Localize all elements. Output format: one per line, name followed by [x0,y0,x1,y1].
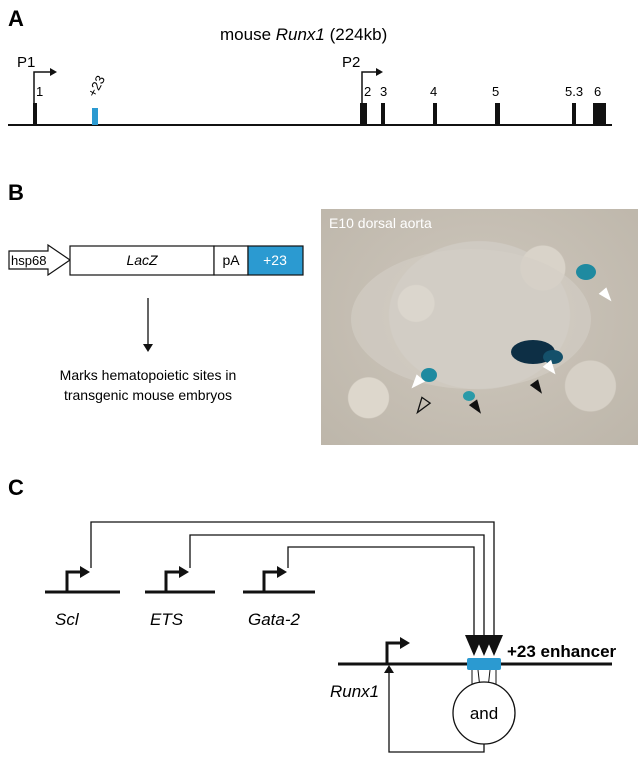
exon-1-label: 1 [36,84,43,99]
runx1-label: Runx1 [330,682,379,701]
open-arrowhead-marker [416,396,432,415]
enhancer-23-construct-label: +23 [263,252,287,268]
panel-a-label: A [8,6,24,31]
promoter-p1-arrowhead [50,68,57,76]
white-arrowhead-marker [411,374,426,389]
gata2-regulation-line [287,546,475,648]
ets-promoter-arrow [164,570,181,592]
stain-spot [463,391,475,401]
ets-promoter-arrowhead [179,566,189,578]
exon-6 [593,103,606,125]
promoter-p2-label: P2 [342,54,360,71]
scl-label: Scl [55,610,80,629]
scl-regulation-line [90,521,495,648]
gate-output-line [388,670,485,753]
enhancer-23-label: +23 [84,73,108,100]
exon-2 [360,103,367,125]
ets-regulation-line [189,534,485,648]
promoter-p2-arrowhead [376,68,383,76]
gata2-promoter-arrow [262,570,279,592]
enhancer-23-enhancer-label: +23 enhancer [507,642,617,661]
and-gate-label: and [470,704,498,723]
caption-line-2: transgenic mouse embryos [64,387,232,403]
promoter-p1-label: P1 [17,54,35,71]
hsp68-label: hsp68 [11,253,46,268]
microscopy-stain-overlay [351,249,612,415]
exon-6-label: 6 [594,84,601,99]
gene-title: mouse Runx1 (224kb) [220,25,387,44]
construct-down-arrowhead [143,344,153,352]
ets-label: ETS [150,610,184,629]
exon-5-label: 5 [492,84,499,99]
exon-3-label: 3 [380,84,387,99]
runx1-promoter-arrowhead [400,637,410,649]
enhancer-23-construct-box [247,245,304,276]
exon-2-label: 2 [364,84,371,99]
caption-line-1: Marks hematopoietic sites in [60,367,237,383]
pa-box [213,245,249,276]
stain-spot [576,264,596,280]
exon-1 [33,103,37,125]
panel-b-label: B [8,180,24,205]
exon-4 [433,103,437,125]
lacz-label: LacZ [126,252,158,268]
scl-input-arrowhead [485,635,503,656]
gate-output-arrowhead [384,665,394,673]
scl-promoter-arrow [65,570,82,592]
exon-5-3-label: 5.3 [565,84,583,99]
microscopy-image: E10 dorsal aorta [321,209,638,445]
aorta-lumen [351,249,591,389]
hsp68-promoter-shape [8,243,72,277]
exon-5 [495,103,500,125]
black-arrowhead-marker [529,379,543,394]
exon-5-3 [572,103,576,125]
enhancer-23-box-c [467,658,501,670]
lacz-box [69,245,215,276]
exon-3 [381,103,385,125]
white-arrowhead-marker [598,287,612,302]
stain-spot [543,350,563,364]
pa-label: pA [222,252,240,268]
white-arrowhead-marker [542,359,556,375]
enhancer-23-box [92,108,98,125]
black-arrowhead-marker [468,399,482,414]
gata2-label: Gata-2 [248,610,301,629]
runx1-promoter-arrow [385,641,402,664]
stain-spot [421,368,437,382]
panel-c-label: C [8,475,24,500]
exon-4-label: 4 [430,84,437,99]
scl-promoter-arrowhead [80,566,90,578]
gata2-promoter-arrowhead [277,566,287,578]
microscopy-image-label: E10 dorsal aorta [329,215,432,231]
